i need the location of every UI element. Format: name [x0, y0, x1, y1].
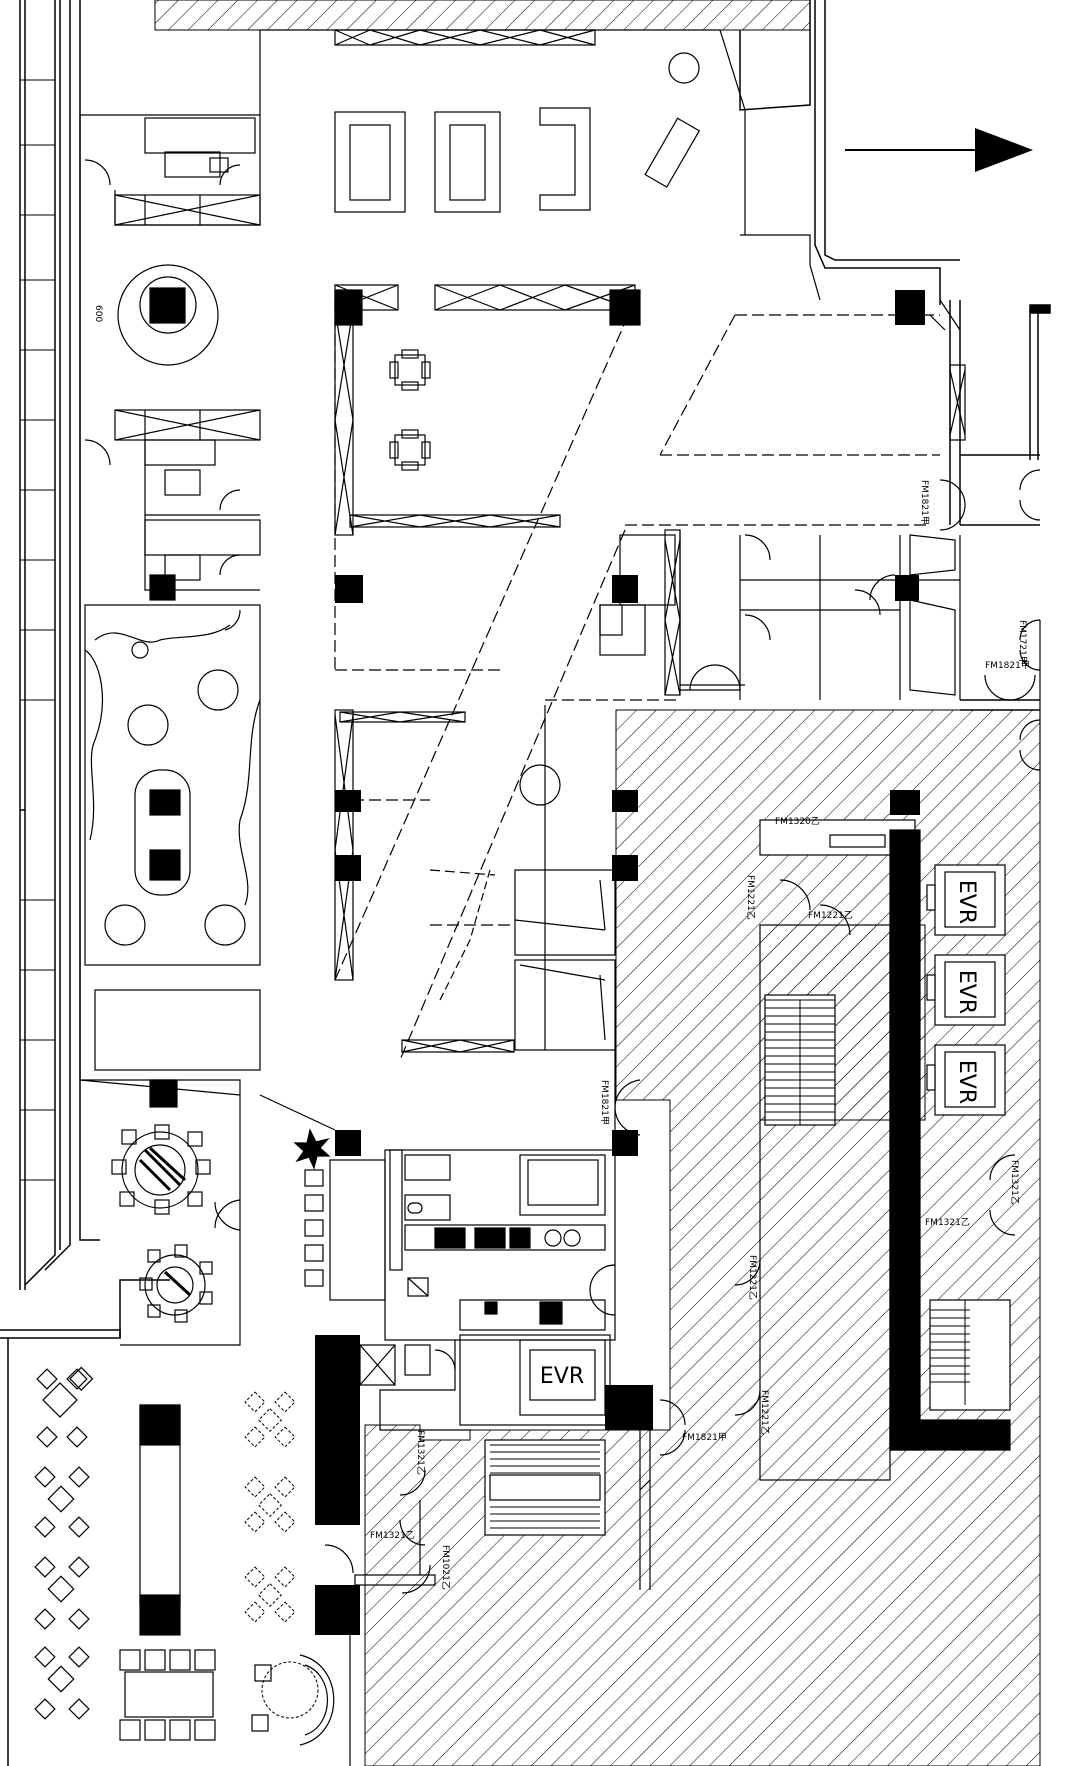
door-tag-fm1321-a: FM1321乙 [1009, 1160, 1020, 1205]
columns-right [890, 790, 920, 815]
door-tag-fm1021: FM1021乙 [440, 1545, 451, 1590]
door-tag-fm1321-c: FM1321乙 [415, 1430, 426, 1475]
evr-labels: EVR EVR EVR EVR [540, 880, 979, 1389]
door-tags: FM1821甲 FM1721甲 FM1821甲 FM1821甲 FM1821甲 … [93, 305, 1030, 1590]
outdoor-seating [244, 1391, 319, 1719]
door-tag-fm1821-c: FM1821甲 [599, 1080, 610, 1125]
private-rooms-top [80, 114, 261, 226]
upper-right-rooms [599, 299, 1041, 800]
door-tag-fm1721: FM1721甲 [1017, 620, 1028, 665]
door-tag-fm1821-b: FM1821甲 [985, 660, 1030, 671]
door-tag-fm1321-b: FM1321乙 [925, 1217, 970, 1228]
door-tag-fm1321-d: FM1321乙 [370, 1530, 415, 1541]
evr-label-3: EVR [954, 1060, 979, 1104]
door-tag-fm1221-c: FM1221乙 [747, 1255, 758, 1300]
storage-room [94, 989, 261, 1071]
structural-columns [315, 290, 925, 1635]
plant-icon [293, 1128, 331, 1170]
kitchen-area [293, 1128, 616, 1574]
round-table-booth [117, 264, 219, 366]
lower-partitions [259, 705, 641, 1136]
private-rooms-middle [84, 409, 261, 601]
door-tag-fm1821-d: FM1821甲 [682, 1432, 727, 1443]
lounge-room [84, 604, 261, 966]
service-core [734, 819, 1016, 1481]
hatched-zone-top [154, 0, 811, 31]
evr-label-2: EVR [954, 970, 979, 1014]
door-tag-fm1821-a: FM1821甲 [919, 480, 930, 525]
terrace-tables [34, 1366, 216, 1741]
door-tag-fm1221-a: FM1221乙 [745, 875, 756, 920]
direction-arrow-icon [845, 128, 1033, 172]
evr-label-1: EVR [954, 880, 979, 924]
door-tag-fm1221-d: FM1221乙 [759, 1390, 770, 1435]
evr-label-4: EVR [540, 1364, 584, 1389]
door-tag-fm1320: FM1320乙 [775, 816, 820, 827]
lower-stair [354, 1399, 686, 1594]
door-tag-fm1221-b: FM1221乙 [808, 910, 853, 921]
facade-mullions [20, 79, 55, 1181]
dimension-600: 600 [93, 305, 103, 322]
central-partitions [79, 29, 821, 1080]
dining-round-tables [79, 1079, 241, 1346]
diagonal-ramp [334, 299, 940, 1061]
stair-treads [765, 999, 835, 1125]
